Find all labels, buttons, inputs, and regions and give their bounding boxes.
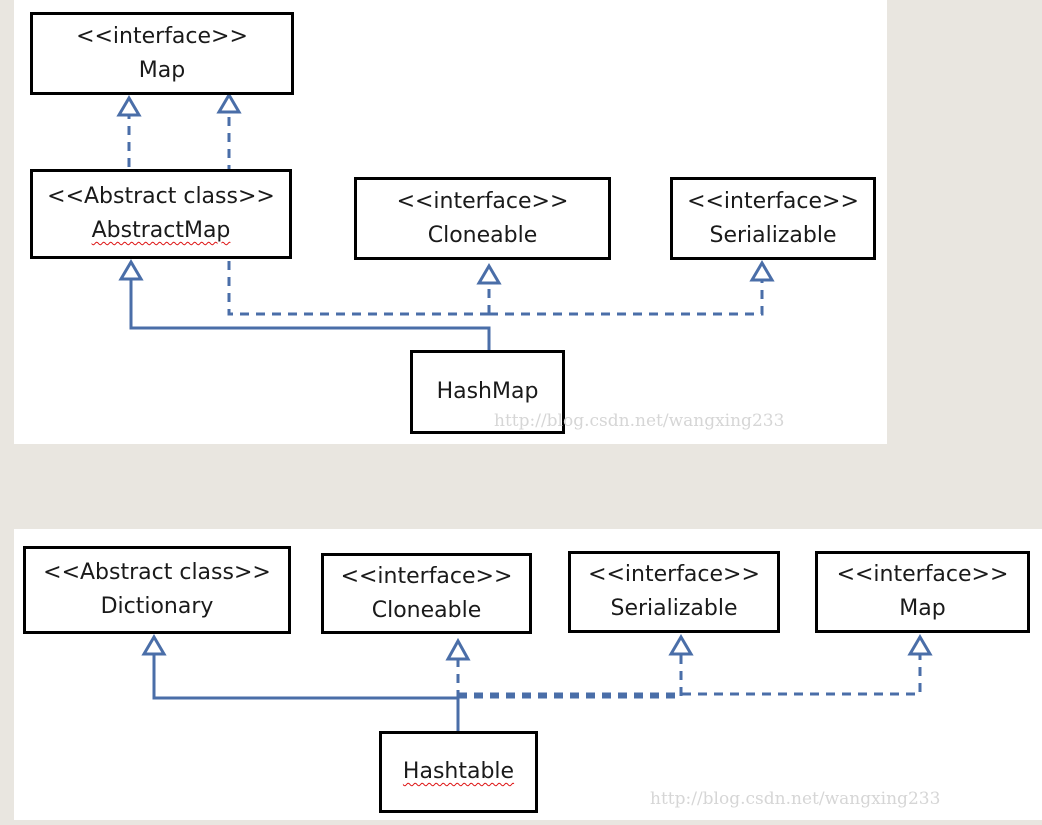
- triangle-arrow-hashmap-to-serializable: [749, 260, 775, 282]
- dictionary-name: Dictionary: [100, 594, 214, 619]
- hashmap-diagram-panel: <<interface>> Map <<Abstract class>> Abs…: [14, 0, 887, 444]
- dictionary-class-box: <<Abstract class>> Dictionary: [23, 546, 291, 634]
- triangle-arrow-hashmap-to-cloneable: [476, 263, 502, 285]
- serializable-interface-box: <<interface>> Serializable: [670, 177, 876, 260]
- map-stereotype-2: <<interface>>: [836, 562, 1009, 587]
- serializable-name: Serializable: [709, 222, 837, 248]
- realization-line-hashtable-to-serializable: [458, 654, 683, 699]
- realization-line-hashmap-to-serializable: [489, 280, 764, 316]
- hashmap-name: HashMap: [436, 379, 539, 404]
- hashtable-connectors: [141, 634, 933, 731]
- triangle-arrow-hashtable-to-cloneable: [445, 637, 471, 661]
- cloneable-stereotype-2: <<interface>>: [340, 563, 513, 589]
- map-stereotype: <<interface>>: [76, 23, 248, 49]
- watermark-text-2: http://blog.csdn.net/wangxing233: [650, 789, 941, 809]
- dictionary-stereotype: <<Abstract class>>: [43, 560, 271, 585]
- triangle-arrow-hashtable-to-serializable: [668, 634, 694, 656]
- inheritance-line-hashtable-to-dictionary: [152, 654, 460, 731]
- triangle-arrow-hashmap-to-abstractmap: [118, 259, 144, 281]
- cloneable-stereotype: <<interface>>: [396, 188, 569, 214]
- triangle-arrow-hashtable-to-dictionary: [141, 634, 167, 656]
- cloneable-interface-box-2: <<interface>> Cloneable: [321, 553, 532, 634]
- watermark-text: http://blog.csdn.net/wangxing233: [494, 411, 785, 431]
- triangle-arrow-hashmap-to-map: [216, 92, 242, 114]
- hashtable-diagram-panel: <<Abstract class>> Dictionary <<interfac…: [14, 529, 1042, 820]
- map-name: Map: [138, 57, 186, 83]
- serializable-interface-box-2: <<interface>> Serializable: [568, 551, 780, 633]
- realization-line-hashtable-to-map: [458, 654, 922, 696]
- triangle-arrow-hashtable-to-map: [907, 634, 933, 656]
- serializable-stereotype-2: <<interface>>: [588, 562, 760, 587]
- abstractmap-class-box: <<Abstract class>> AbstractMap: [30, 169, 292, 259]
- cloneable-name-2: Cloneable: [371, 597, 482, 623]
- serializable-name-2: Serializable: [610, 596, 738, 621]
- hashtable-name: Hashtable: [402, 759, 515, 784]
- hashmap-connectors: [116, 92, 775, 350]
- cloneable-name: Cloneable: [427, 222, 538, 248]
- realization-line-hashmap-to-map: [227, 113, 489, 316]
- hashtable-class-box: Hashtable: [379, 731, 538, 813]
- map-interface-box: <<interface>> Map: [30, 12, 294, 95]
- abstractmap-name: AbstractMap: [91, 218, 231, 243]
- triangle-arrow-abstractmap-to-map: [116, 95, 142, 117]
- map-name-2: Map: [899, 596, 946, 621]
- serializable-stereotype: <<interface>>: [687, 188, 859, 214]
- map-interface-box-2: <<interface>> Map: [815, 551, 1030, 633]
- hashmap-class-box: HashMap: [410, 350, 565, 434]
- abstractmap-stereotype: <<Abstract class>>: [47, 184, 275, 209]
- cloneable-interface-box: <<interface>> Cloneable: [354, 177, 611, 260]
- inheritance-line-hashmap-to-abstractmap: [129, 279, 491, 350]
